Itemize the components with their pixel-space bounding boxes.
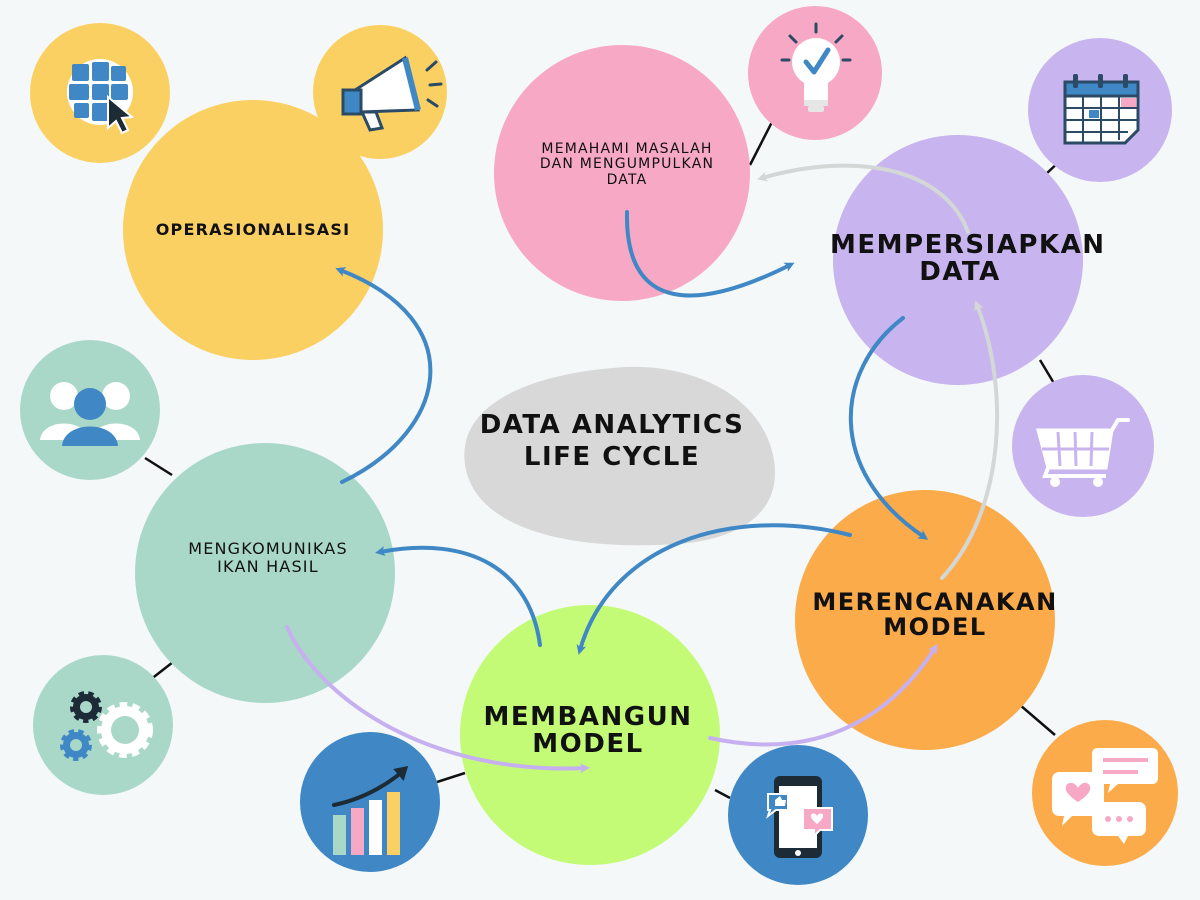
stage-memahami-line2: DAN MENGUMPULKAN	[539, 156, 715, 173]
diagram-title-line2: LIFE CYCLE	[523, 441, 701, 472]
arrow-memahami-to-mempersiapkan	[624, 210, 795, 298]
stage-membangun-circle	[460, 605, 720, 865]
stage-merencanakan-circle	[795, 490, 1055, 750]
lightbulb-check-icon	[748, 6, 882, 140]
stage-mempersiapkan-label: MEMPERSIAPKAN DATA	[830, 230, 1106, 288]
flow-arrows	[285, 163, 1000, 774]
megaphone-icon	[313, 25, 447, 159]
stage-memahami-line3: DATA	[606, 171, 648, 188]
arrow-membangun-to-merencanakan	[708, 643, 938, 747]
stage-membangun-line1: MEMBANGUN	[483, 702, 693, 732]
stage-mengkomunikasikan-label: MENGKOMUNIKAS IKAN HASIL	[148, 539, 388, 577]
stage-merencanakan-label: MERENCANAKAN MODEL	[805, 588, 1065, 642]
shopping-cart-icon	[1012, 375, 1154, 517]
stage-merencanakan-line1: MERENCANAKAN	[812, 588, 1058, 616]
smartphone-social-icon	[728, 745, 868, 885]
stage-operasionalisasi-line1: OPERASIONALISASI	[155, 220, 351, 239]
stage-mempersiapkan-line2: DATA	[919, 257, 1001, 288]
arrow-merencanakan-to-membangun	[576, 523, 852, 655]
stage-memahami-circle	[494, 45, 750, 301]
title-blob	[464, 366, 776, 546]
gears-icon	[33, 655, 173, 795]
chat-bubbles-icon	[1032, 720, 1178, 866]
arrow-mempersiapkan-to-merencanakan	[848, 316, 929, 540]
arrow-mengkomunikasikan-to-operasionalisasi	[335, 267, 433, 484]
stage-membangun-line2: MODEL	[532, 729, 644, 760]
growth-chart-icon	[300, 732, 440, 872]
globe-cursor-icon	[30, 23, 170, 163]
arrow-membangun-to-mengkomunikasikan	[375, 545, 542, 647]
arrow-mengkomunikasikan-to-membangun	[285, 625, 590, 774]
arrow-merencanakan-to-mempersiapkan	[940, 300, 1000, 580]
calendar-icon	[1028, 38, 1172, 182]
arrow-mempersiapkan-to-memahami	[757, 163, 970, 234]
stage-mengkomunikasikan-circle	[135, 443, 395, 703]
diagram-title: DATA ANALYTICS LIFE CYCLE	[452, 410, 772, 473]
stage-operasionalisasi-circle	[123, 100, 383, 360]
stage-mempersiapkan-line1: MEMPERSIAPKAN	[830, 230, 1106, 260]
stage-memahami-line1: MEMAHAMI MASALAH	[541, 141, 713, 157]
stage-memahami-label: MEMAHAMI MASALAH DAN MENGUMPULKAN DATA	[507, 141, 747, 188]
stage-merencanakan-line2: MODEL	[883, 613, 987, 642]
stage-mengkomunikasikan-line2: IKAN HASIL	[217, 557, 319, 577]
stage-operasionalisasi-label: OPERASIONALISASI	[133, 220, 373, 239]
diagram-title-line1: DATA ANALYTICS	[479, 410, 745, 440]
people-group-icon	[20, 340, 160, 480]
stage-mengkomunikasikan-line1: MENGKOMUNIKAS	[188, 539, 348, 558]
stage-membangun-label: MEMBANGUN MODEL	[458, 702, 718, 760]
